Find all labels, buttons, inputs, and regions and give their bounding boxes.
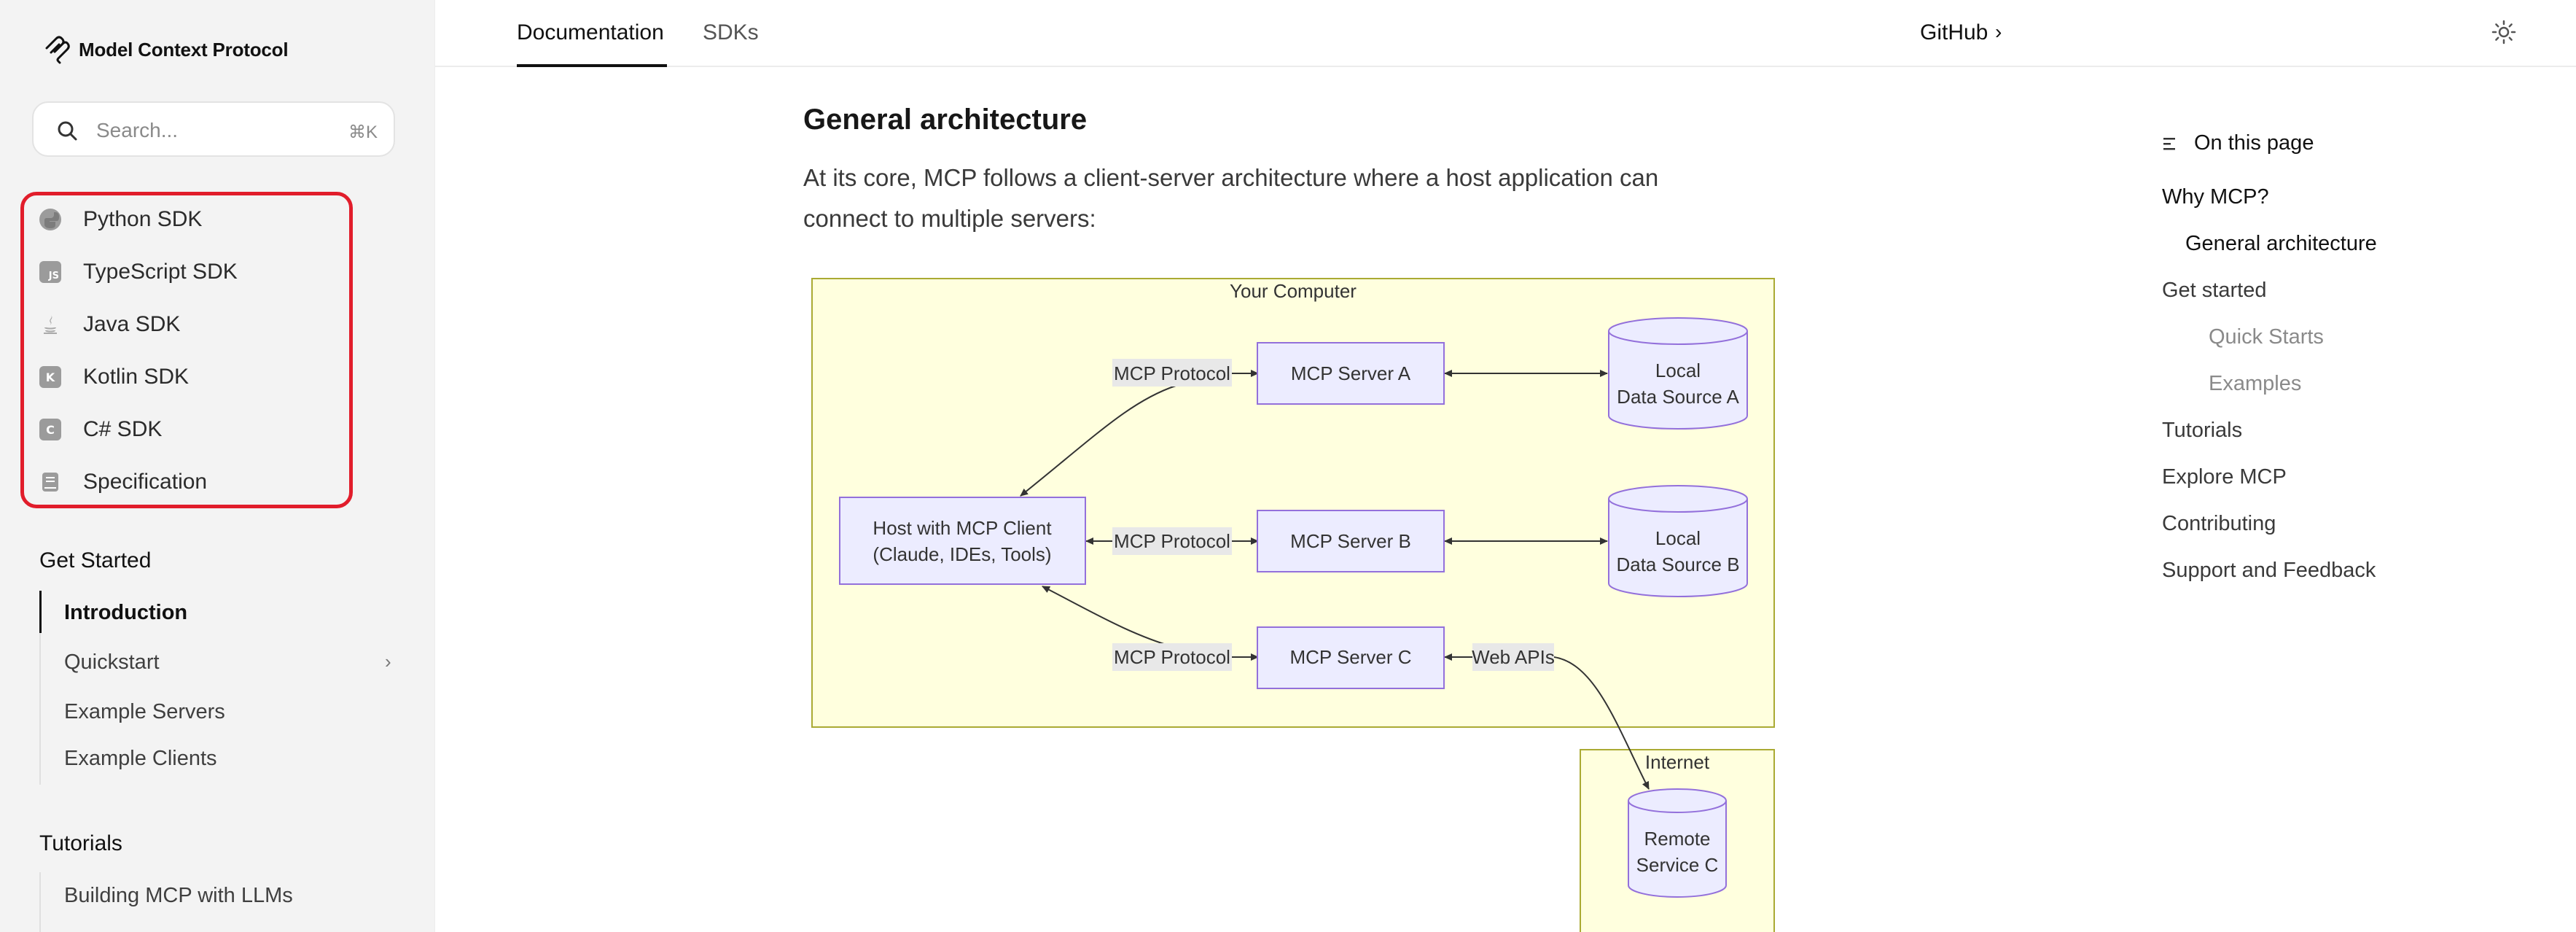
sidebar-section-get-started: Get Started [39, 548, 152, 572]
tab-sdks[interactable]: SDKs [703, 20, 759, 44]
sidebar-section-tutorials: Tutorials [39, 831, 122, 855]
list-icon [2163, 137, 2175, 149]
edge-webapis-remote [1553, 656, 1650, 790]
app-title: Model Context Protocol [79, 38, 289, 61]
get-started-nav: Introduction Quickstart Example Servers … [39, 591, 404, 785]
edge-label-web-apis: Web APIs [1472, 646, 1555, 668]
host-label-line2: (Claude, IDEs, Tools) [873, 543, 1051, 565]
page-heading: General architecture [803, 104, 1088, 136]
local-b-line2: Data Source B [1616, 554, 1739, 575]
sidebar-item-java-sdk[interactable]: Java SDK [39, 308, 180, 341]
sidebar-item-building-mcp[interactable]: Building MCP with LLMs [64, 884, 293, 907]
csharp-icon: C [39, 419, 61, 440]
host-node [839, 497, 1086, 585]
local-data-source-a: Local Data Source A [1608, 317, 1748, 430]
search-icon [58, 121, 77, 141]
local-a-line1: Local [1655, 360, 1701, 381]
edge-label-bg [1112, 527, 1232, 555]
remote-line1: Remote [1644, 828, 1710, 850]
sidebar-item-csharp-sdk[interactable]: C C# SDK [39, 413, 162, 446]
sidebar-item-label: Python SDK [83, 207, 203, 231]
sidebar-item-example-servers[interactable]: Example Servers [64, 700, 225, 723]
toc-item-examples[interactable]: Examples [2209, 372, 2302, 395]
edge-label-protocol-a: MCP Protocol [1114, 362, 1230, 384]
server-b-label: MCP Server B [1290, 530, 1411, 552]
server-a-label: MCP Server A [1291, 362, 1411, 384]
sidebar-item-specification[interactable]: Specification [39, 466, 207, 498]
edge-label-bg [1472, 643, 1554, 671]
edge-label-bg [1112, 643, 1232, 671]
book-icon [39, 471, 61, 493]
your-computer-label: Your Computer [1230, 280, 1357, 302]
sidebar-item-quickstart[interactable]: Quickstart [64, 651, 160, 674]
toc-title: On this page [2194, 131, 2314, 155]
sidebar-item-kotlin-sdk[interactable]: K Kotlin SDK [39, 361, 189, 393]
host-label-line1: Host with MCP Client [873, 517, 1052, 539]
top-nav: Documentation SDKs GitHub › [435, 0, 2576, 67]
toc-item-contributing[interactable]: Contributing [2162, 512, 2276, 535]
sidebar-item-typescript-sdk[interactable]: JS TypeScript SDK [39, 256, 238, 288]
python-icon [39, 209, 61, 230]
sdk-highlight-box [20, 192, 353, 508]
active-tab-underline [517, 64, 667, 67]
sun-icon[interactable] [2491, 19, 2517, 45]
edge-host-server-c [1042, 586, 1176, 648]
typescript-icon: JS [39, 261, 61, 283]
paragraph-line: connect to multiple servers: [803, 205, 1096, 232]
java-icon [39, 314, 61, 335]
search-input[interactable]: Search... ⌘K [32, 101, 395, 157]
local-a-line2: Data Source A [1617, 386, 1739, 408]
internet-label: Internet [1645, 751, 1710, 773]
server-b-node [1257, 510, 1445, 572]
edge-label-protocol-c: MCP Protocol [1114, 646, 1230, 668]
local-b-line1: Local [1655, 527, 1701, 549]
toc-item-tutorials[interactable]: Tutorials [2162, 419, 2243, 442]
server-c-node [1257, 626, 1445, 689]
remote-service-c: Remote Service C [1628, 788, 1727, 898]
tutorials-nav: Building MCP with LLMs [39, 872, 404, 932]
edge-label-bg [1112, 359, 1232, 387]
server-a-node [1257, 342, 1445, 405]
sidebar-item-label: C# SDK [83, 417, 163, 441]
toc-item-why-mcp[interactable]: Why MCP? [2162, 185, 2269, 209]
edge-label-protocol-b: MCP Protocol [1114, 530, 1230, 552]
tab-documentation[interactable]: Documentation [517, 20, 664, 44]
remote-line2: Service C [1636, 854, 1719, 876]
sidebar: Model Context Protocol Search... ⌘K Pyth… [0, 0, 435, 932]
search-placeholder: Search... [96, 119, 179, 141]
sidebar-item-python-sdk[interactable]: Python SDK [39, 203, 202, 236]
edge-host-server-a [1020, 385, 1176, 497]
github-link[interactable]: GitHub [1920, 20, 1988, 44]
local-data-source-b: Local Data Source B [1608, 485, 1748, 597]
architecture-diagram: Your Computer Internet MCP Protocol MCP … [811, 278, 1775, 932]
search-shortcut: ⌘K [348, 123, 378, 142]
toc-item-quick-starts[interactable]: Quick Starts [2209, 325, 2324, 349]
sidebar-item-introduction[interactable]: Introduction [64, 601, 188, 624]
toc-item-explore-mcp[interactable]: Explore MCP [2162, 465, 2287, 489]
toc-item-support-feedback[interactable]: Support and Feedback [2162, 559, 2376, 582]
mcp-logo-icon [45, 36, 70, 64]
sidebar-item-label: Kotlin SDK [83, 365, 190, 389]
sidebar-item-label: TypeScript SDK [83, 260, 238, 284]
kotlin-icon: K [39, 366, 61, 388]
sidebar-item-label: Java SDK [83, 312, 181, 336]
intro-paragraph: At its core, MCP follows a client-server… [803, 158, 1751, 239]
toc-item-general-architecture[interactable]: General architecture [2185, 232, 2377, 255]
toc-header: On this page [2162, 131, 2314, 155]
paragraph-line: At its core, MCP follows a client-server… [803, 164, 1659, 191]
server-c-label: MCP Server C [1289, 646, 1411, 668]
logo[interactable]: Model Context Protocol [42, 35, 289, 64]
toc-item-get-started[interactable]: Get started [2162, 279, 2267, 302]
sidebar-item-example-clients[interactable]: Example Clients [64, 747, 217, 770]
chevron-right-icon[interactable]: › [1995, 20, 2002, 43]
active-indicator [39, 591, 42, 633]
chevron-right-icon[interactable]: › [385, 651, 391, 672]
sidebar-item-label: Specification [83, 470, 208, 494]
